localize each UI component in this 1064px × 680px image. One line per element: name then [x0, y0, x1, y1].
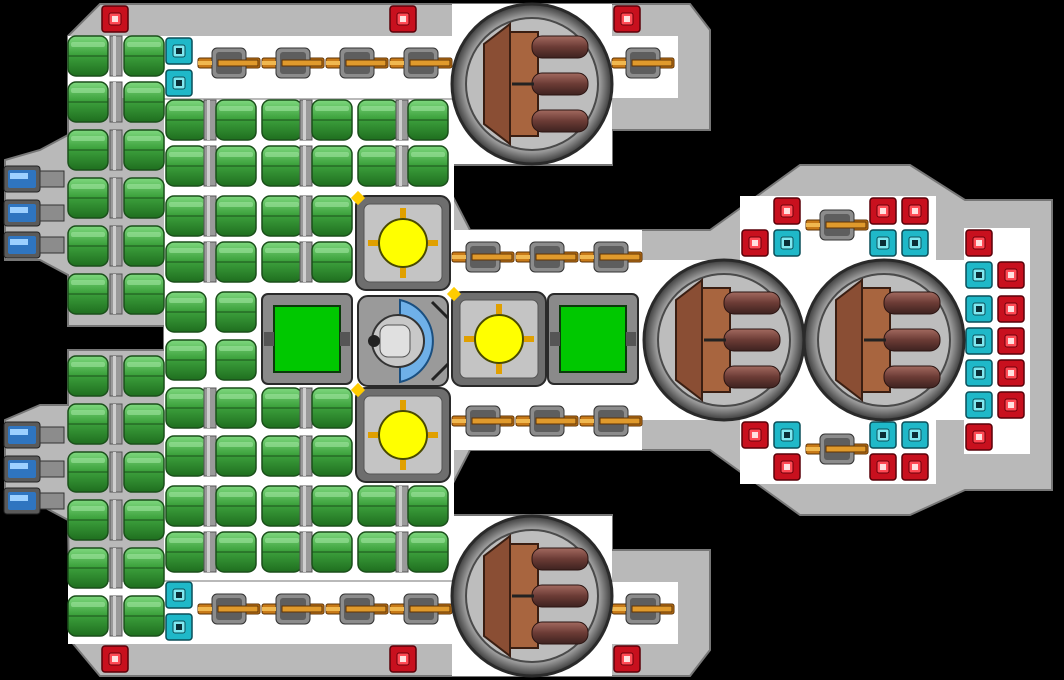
turret-top[interactable]	[450, 2, 614, 166]
cockpit[interactable]	[357, 295, 450, 387]
console-right[interactable]	[547, 293, 639, 385]
console-left[interactable]	[261, 293, 353, 385]
reactor-center[interactable]	[445, 285, 547, 387]
thrusters-lower	[3, 421, 65, 515]
turret-mid-left[interactable]	[642, 258, 806, 422]
turret-mid-right[interactable]	[802, 258, 966, 422]
turret-bottom[interactable]	[450, 514, 614, 678]
thrusters-upper	[3, 165, 65, 259]
reactor-upper[interactable]	[349, 189, 451, 291]
reactor-lower[interactable]	[349, 381, 451, 483]
